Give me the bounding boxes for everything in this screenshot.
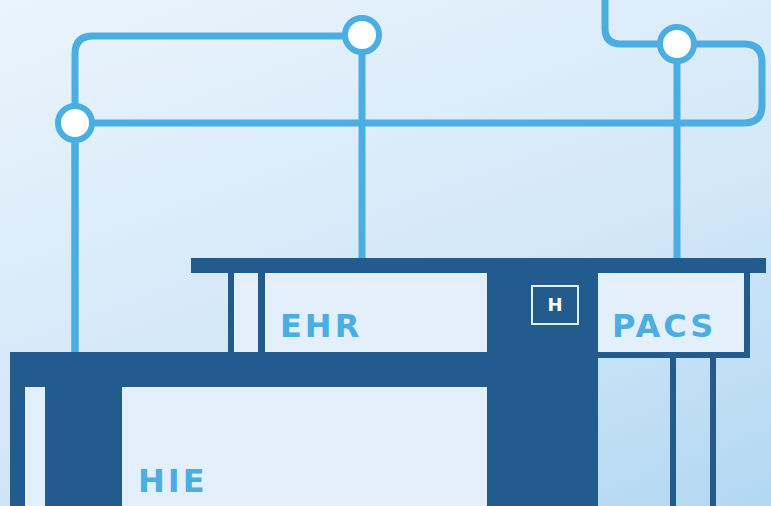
network-link	[75, 44, 762, 392]
network-node	[660, 27, 694, 61]
lower-strip	[25, 387, 45, 506]
wing-column	[670, 358, 676, 506]
system-label: H	[547, 296, 562, 314]
wing-frame	[744, 273, 750, 358]
pillar	[228, 273, 265, 352]
upper-roof	[191, 258, 766, 273]
lower-column	[10, 387, 122, 506]
system-label: HIE	[138, 465, 208, 497]
system-panel: HIE	[122, 387, 487, 506]
pillar-window	[234, 273, 258, 352]
system-panel: PACS	[598, 273, 744, 352]
network-node	[58, 106, 92, 140]
system-panel: EHR	[265, 273, 487, 352]
network-node	[345, 18, 379, 52]
wing-column	[710, 358, 716, 506]
lower-roof	[10, 352, 487, 387]
network-link	[75, 36, 362, 392]
central-tower	[487, 273, 598, 506]
system-label: PACS	[612, 310, 716, 342]
hospital-sign: H	[531, 285, 579, 325]
wing-frame	[598, 352, 750, 358]
system-label: EHR	[280, 310, 362, 342]
